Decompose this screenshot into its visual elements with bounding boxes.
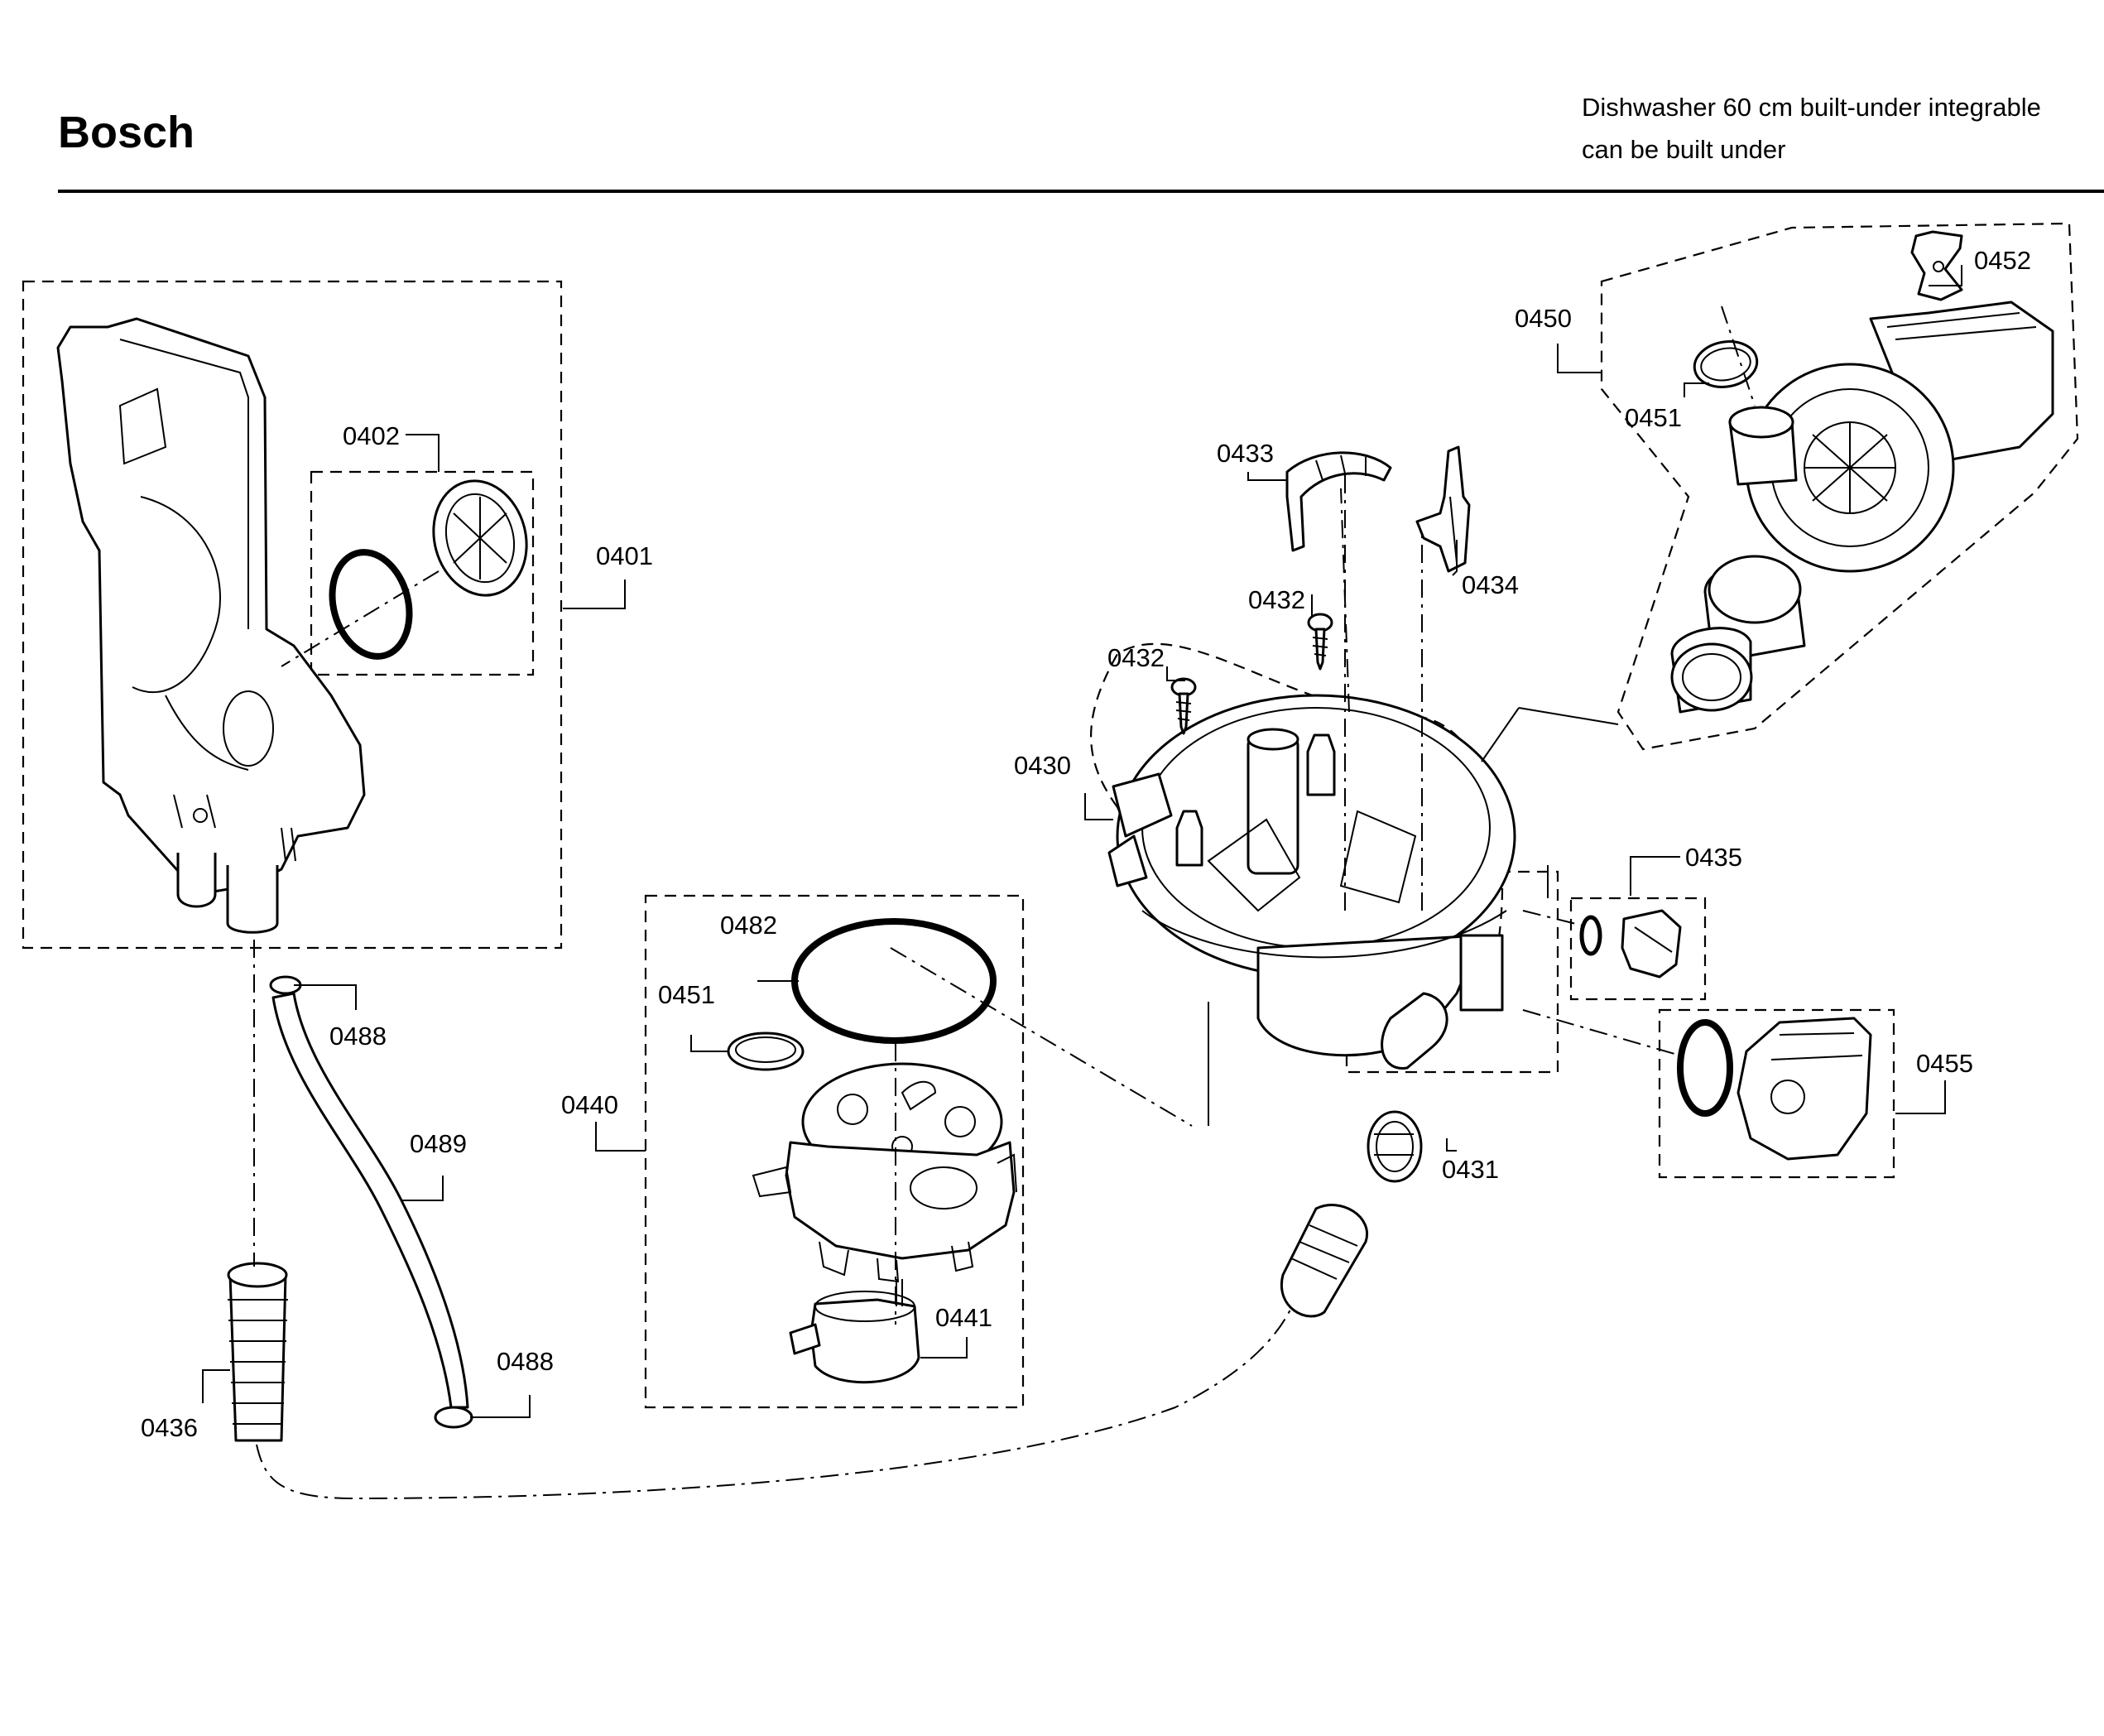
label-0432-lower: 0432 [1107, 643, 1165, 672]
label-0488-upper: 0488 [329, 1022, 387, 1051]
label-0482: 0482 [720, 911, 777, 940]
label-0436: 0436 [141, 1413, 198, 1442]
axis-0440-to-sump [890, 947, 1193, 1127]
connector-sump-to-0435 [1522, 910, 1590, 928]
hose-0489 [271, 992, 469, 1409]
group-box-0402 [310, 470, 535, 676]
bracket-0452 [1910, 230, 1963, 301]
screw-0432-upper [1307, 613, 1333, 671]
label-0433: 0433 [1217, 439, 1274, 468]
group-box-0440 [644, 894, 1025, 1409]
circulation-heat-pump [1670, 301, 2054, 714]
hose-clamp-0488-lower [434, 1406, 473, 1429]
label-0402: 0402 [343, 421, 400, 450]
label-0430: 0430 [1014, 751, 1071, 780]
seal-ring-0482 [791, 918, 997, 1044]
label-0452: 0452 [1974, 246, 2031, 275]
connector-sump-to-0455 [1522, 1009, 1681, 1056]
group-box-0455 [1658, 1008, 1895, 1179]
group-box-0450 [1600, 222, 2079, 751]
filter-motor-0441 [789, 1279, 920, 1384]
float-lever-0434 [1415, 445, 1471, 573]
label-0431: 0431 [1442, 1155, 1499, 1184]
label-0435: 0435 [1685, 843, 1742, 872]
label-0451-upper: 0451 [1625, 403, 1682, 432]
label-0450: 0450 [1515, 304, 1572, 333]
label-0451-lower: 0451 [658, 980, 715, 1009]
label-0440: 0440 [561, 1090, 618, 1119]
clip-0433 [1285, 451, 1392, 552]
brand-title: Bosch [58, 108, 195, 157]
check-valve-0431 [1367, 1110, 1423, 1183]
hose-clamp-0451-upper [1693, 305, 1759, 406]
drain-hose-0436 [227, 1262, 288, 1442]
label-0455: 0455 [1916, 1049, 1973, 1078]
label-0401: 0401 [596, 541, 653, 570]
label-0488-lower: 0488 [497, 1347, 554, 1376]
softener-cover-with-seal [281, 479, 528, 667]
drain-fitting [1280, 1204, 1369, 1318]
connector-sump-to-pump [1481, 707, 1520, 762]
subtitle-line-1: Dishwasher 60 cm built-under integrable [1582, 93, 2041, 122]
label-0441: 0441 [935, 1303, 992, 1332]
label-0434: 0434 [1462, 570, 1519, 599]
leader-lines [202, 265, 1962, 1418]
water-softener-housing [56, 317, 366, 934]
screw-0432-lower [1170, 677, 1197, 735]
subtitle-line-2: can be built under [1582, 135, 1785, 164]
sensor-0435 [1579, 909, 1682, 979]
group-box-0401 [22, 280, 563, 950]
drain-pump-0455 [1677, 1017, 1872, 1161]
connector-sump-to-pump-b [1518, 707, 1619, 725]
hose-clamp-0451-lower [727, 1032, 805, 1071]
label-0432-upper: 0432 [1248, 585, 1305, 614]
filter-housing [752, 1062, 1017, 1283]
group-box-0435 [1569, 897, 1707, 1001]
drain-routing-line [256, 1307, 1292, 1500]
pump-sump [1107, 464, 1516, 1070]
label-0489: 0489 [410, 1129, 467, 1158]
